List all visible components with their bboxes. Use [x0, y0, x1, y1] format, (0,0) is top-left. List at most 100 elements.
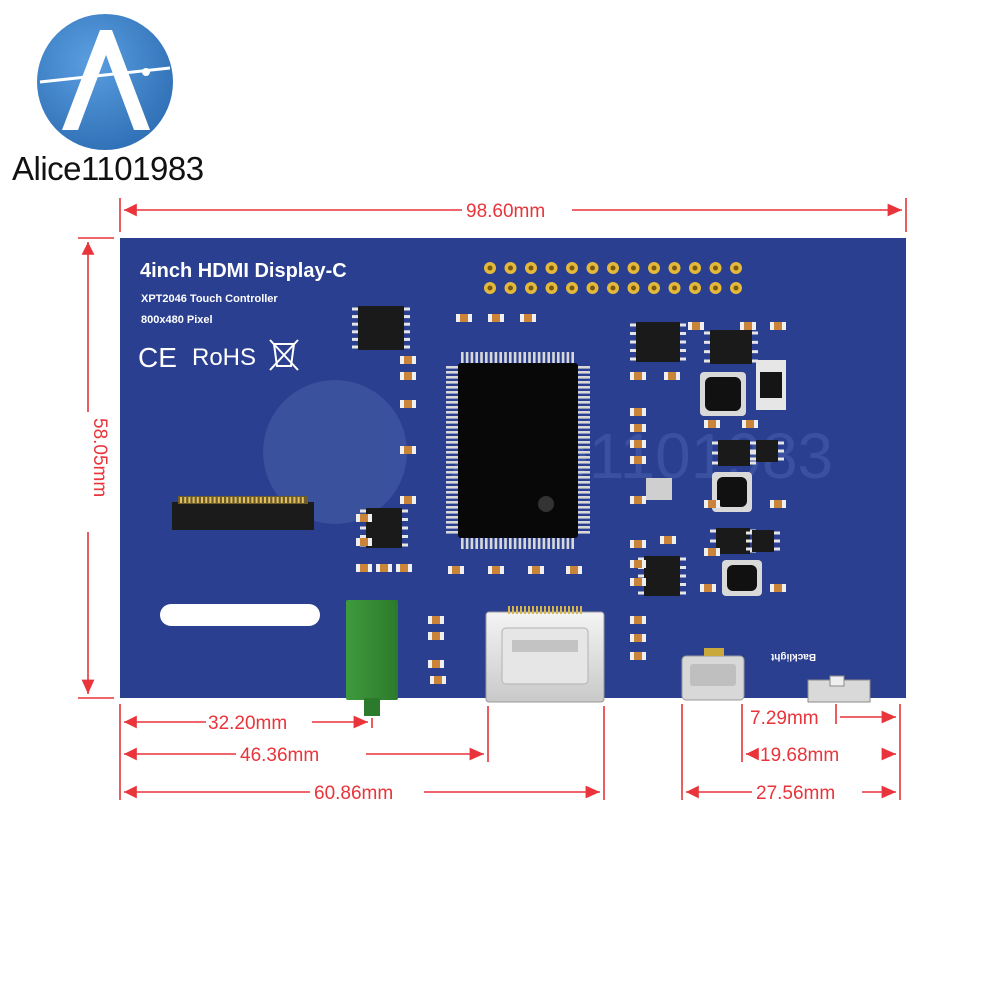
- chip-pin: [566, 352, 570, 363]
- chip-pin: [446, 476, 458, 479]
- hdmi-pin: [552, 606, 554, 614]
- chip-pin: [446, 421, 458, 424]
- gpio-hole: [692, 265, 698, 271]
- chip-pin: [461, 538, 464, 549]
- passive-body: [404, 356, 412, 364]
- gpio-hole: [590, 265, 595, 271]
- diode: [760, 372, 782, 398]
- backlight-switch[interactable]: [807, 675, 871, 703]
- smd-pin: [680, 349, 686, 352]
- passive-body: [532, 566, 540, 574]
- chip-pin: [470, 538, 474, 549]
- smd-pin: [630, 323, 636, 327]
- hdmi-pin: [548, 606, 550, 614]
- smd-ic: [716, 528, 750, 554]
- smd-pin: [680, 357, 686, 361]
- gpio-hole: [631, 265, 636, 271]
- resolution-label: 800x480 Pixel: [141, 314, 213, 326]
- chip-pin: [446, 516, 458, 519]
- smd-pin: [680, 583, 686, 586]
- dim-usb-left: 27.56mm: [756, 783, 835, 804]
- chip-pin: [578, 471, 590, 474]
- passive-body: [360, 514, 368, 522]
- smd-pin: [352, 345, 358, 349]
- passive-body: [692, 322, 700, 330]
- smd-pin: [638, 591, 644, 595]
- hdmi-pin: [516, 606, 518, 614]
- fpc-pin: [301, 497, 304, 503]
- fpc-pin: [268, 497, 271, 503]
- smd-pin: [752, 359, 758, 363]
- chip-pin: [561, 352, 565, 363]
- smd-pin: [402, 518, 408, 521]
- smd-pin: [404, 330, 410, 334]
- smd-pin: [402, 509, 408, 513]
- dim-hdmi-right: 60.86mm: [314, 783, 393, 804]
- gpio-hole: [651, 285, 657, 291]
- passive-body: [634, 424, 642, 432]
- smd-pin: [404, 337, 410, 341]
- chip-pin: [561, 538, 565, 549]
- chip-pin: [578, 466, 590, 469]
- smd-pin: [402, 535, 408, 538]
- crystal: [646, 478, 672, 500]
- smd-pin: [680, 323, 686, 327]
- inductor: [727, 565, 757, 591]
- fpc-pin: [272, 497, 275, 503]
- smd-pin: [712, 441, 718, 445]
- chip-pin: [578, 476, 590, 479]
- chip-pin: [446, 526, 458, 529]
- gpio-hole: [610, 265, 616, 271]
- audio-jack: [346, 600, 398, 716]
- inductor: [705, 377, 741, 411]
- hdmi-connector: [485, 606, 605, 703]
- chip-pin: [446, 406, 458, 409]
- chip-pin: [446, 431, 458, 434]
- gpio-hole: [528, 285, 534, 291]
- passive-body: [634, 578, 642, 586]
- gpio-hole: [528, 265, 534, 271]
- fpc-pin: [247, 497, 250, 503]
- dim-width: 98.60mm: [466, 201, 545, 222]
- chip-pin: [504, 538, 507, 549]
- fpc-pin: [264, 497, 266, 503]
- mounting-slot: [160, 604, 320, 626]
- chip-pin: [518, 538, 522, 549]
- fpc-pin: [217, 497, 220, 503]
- fpc-pin: [196, 497, 199, 503]
- fpc-pin: [213, 497, 216, 503]
- chip-pin: [475, 538, 478, 549]
- chip-pin: [446, 376, 458, 379]
- chip-pin: [578, 371, 590, 374]
- chip-pin: [446, 366, 458, 369]
- smd-pin: [352, 307, 358, 311]
- gpio-hole: [487, 285, 493, 291]
- chip-pin: [446, 396, 458, 399]
- chip-pin: [528, 352, 531, 363]
- hdmi-pin: [544, 606, 546, 614]
- passive-body: [404, 400, 412, 408]
- smd-pin: [630, 349, 636, 352]
- smd-pin: [778, 441, 784, 445]
- fpc-pin: [180, 497, 182, 503]
- passive-body: [380, 564, 388, 572]
- smd-pin: [352, 337, 358, 341]
- smd-pin: [750, 451, 756, 455]
- passive-body: [404, 446, 412, 454]
- smd-pin: [774, 531, 780, 535]
- hdmi-pin: [540, 606, 542, 614]
- fpc-pin: [255, 497, 258, 503]
- smd-pin: [360, 535, 366, 538]
- chip-pin: [446, 466, 458, 469]
- rohs-mark: RoHS: [192, 344, 256, 371]
- hdmi-pin: [556, 606, 558, 614]
- chip-pin: [470, 352, 474, 363]
- smd-pin: [750, 457, 756, 461]
- chip-pin: [578, 446, 590, 449]
- chip-pin: [557, 538, 560, 549]
- chip-pin: [465, 538, 469, 549]
- gpio-hole: [569, 265, 575, 271]
- chip-pin: [542, 352, 546, 363]
- hdmi-pin: [576, 606, 578, 614]
